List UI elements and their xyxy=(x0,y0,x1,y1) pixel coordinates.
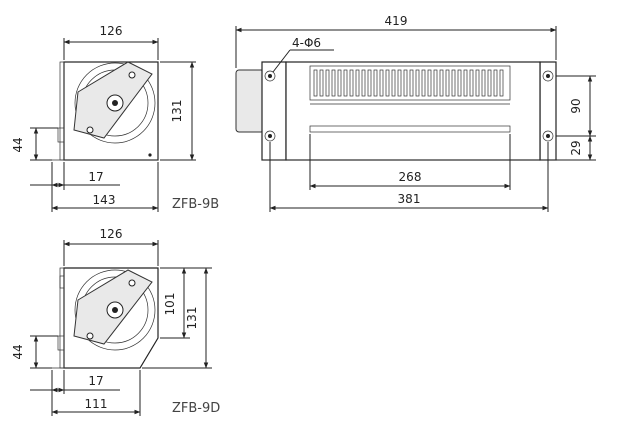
side-tab-9d xyxy=(57,335,65,351)
dim-width-top-9d: 126 xyxy=(100,227,123,241)
view-zfb-9b: 126 131 44 17 143 ZFB-9B xyxy=(11,24,219,212)
rotor-outer-ring-9d xyxy=(74,269,156,351)
motor-cap xyxy=(235,69,265,133)
bracket-bolt-top-9d xyxy=(128,279,136,287)
mounting-holes xyxy=(264,70,554,142)
dim-width-top: 126 xyxy=(100,24,123,38)
side-tab-upper-9d xyxy=(59,275,65,289)
grille-frame xyxy=(309,65,511,101)
corner-screw xyxy=(148,153,152,157)
bracket-bolt-bottom-9d xyxy=(86,332,94,340)
view-side-elevation: 419 4-Φ6 90 29 268 381 xyxy=(235,14,596,212)
dim-holes: 4-Φ6 xyxy=(292,36,321,50)
model-label-9d: ZFB-9D xyxy=(172,401,220,416)
motor-shaft xyxy=(112,100,118,106)
dim-bottom-total-9d: 111 xyxy=(85,397,108,411)
dim-height-right: 131 xyxy=(170,100,184,123)
side-tab xyxy=(57,127,65,143)
dim-bottom-total: 143 xyxy=(93,193,116,207)
rotor-outer-ring xyxy=(74,62,156,144)
dim-left-offset-9d: 44 xyxy=(11,344,25,359)
bracket-bolt-bottom xyxy=(86,126,94,134)
dim-inner-width: 268 xyxy=(399,170,422,184)
grille-slots xyxy=(313,69,504,97)
view-zfb-9d: 126 101 131 44 17 111 ZFB-9D xyxy=(11,227,220,416)
dim-total-width: 419 xyxy=(385,14,408,28)
left-end-plate xyxy=(261,61,287,161)
dim-bottom-offset: 17 xyxy=(88,170,103,184)
dim-height-inner-9d: 101 xyxy=(163,293,177,316)
dim-height-lower: 29 xyxy=(569,140,583,155)
outlet-bar xyxy=(309,125,511,133)
model-label-9b: ZFB-9B xyxy=(172,197,219,212)
dim-bottom-width: 381 xyxy=(398,192,421,206)
dim-left-offset: 44 xyxy=(11,137,25,152)
motor-shaft-9d xyxy=(112,307,118,313)
bracket-bolt-top xyxy=(128,71,136,79)
dim-height-upper: 90 xyxy=(569,98,583,113)
dim-bottom-offset-9d: 17 xyxy=(88,374,103,388)
dim-height-outer-9d: 131 xyxy=(185,307,199,330)
